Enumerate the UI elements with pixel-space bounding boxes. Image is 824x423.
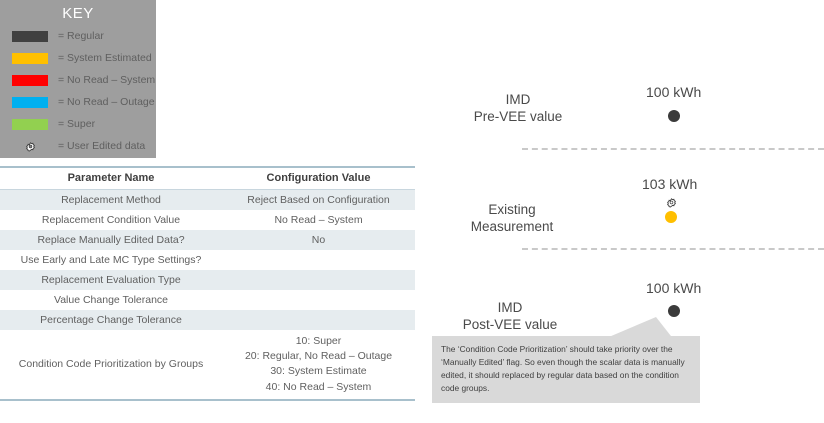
existing-measurement-stage-label: Existing Measurement xyxy=(422,202,602,236)
post-vee-data-point xyxy=(668,305,680,317)
regular-swatch-cell xyxy=(8,30,52,42)
configuration-value-cell xyxy=(222,250,415,270)
configuration-value-cell xyxy=(222,290,415,310)
existing-measurement-data-point xyxy=(665,211,677,223)
configuration-value-cell: No xyxy=(222,230,415,250)
parameter-name-cell: Value Change Tolerance xyxy=(0,290,222,310)
rule-cell xyxy=(0,166,222,168)
parameter-name-cell: Replace Manually Edited Data? xyxy=(0,230,222,250)
key-item-no-read-outage: = No Read – Outage xyxy=(0,91,156,113)
key-item-system-estimated: = System Estimated xyxy=(0,47,156,69)
pre-vee-data-point xyxy=(668,110,680,122)
table-header-row: Parameter Name Configuration Value xyxy=(0,168,415,190)
post-vee-label-line2: Post-VEE value xyxy=(462,316,558,332)
key-item-label: = Regular xyxy=(58,30,104,42)
table-top-rule xyxy=(0,166,415,168)
post-vee-value-label: 100 kWh xyxy=(646,280,702,296)
post-vee-stage-label: IMD Post-VEE value xyxy=(420,300,600,334)
parameter-name-cell: Replacement Evaluation Type xyxy=(0,270,222,290)
user-edited-gear-cell xyxy=(8,140,52,153)
key-item-label: = No Read – Outage xyxy=(58,96,155,108)
configuration-value-cell: Reject Based on Configuration xyxy=(222,189,415,210)
key-item-label: = Super xyxy=(58,118,96,130)
gear-icon xyxy=(667,198,676,208)
key-item-regular: = Regular xyxy=(0,25,156,47)
table-row: Replacement Evaluation Type xyxy=(0,270,415,290)
column-header-configuration-value: Configuration Value xyxy=(222,168,415,190)
color-swatch-icon xyxy=(12,96,48,108)
vee-flow-diagram: 100 kWh IMD Pre-VEE value 103 kWh Existi… xyxy=(420,0,824,423)
existing-measurement-label-line2: Measurement xyxy=(470,218,554,234)
key-item-no-read-system: = No Read – System xyxy=(0,69,156,91)
table-row: Replacement Condition Value No Read – Sy… xyxy=(0,210,415,230)
color-swatch-icon xyxy=(12,52,48,64)
existing-measurement-label-line1: Existing xyxy=(488,202,536,217)
gear-icon xyxy=(25,141,35,151)
table-row: Use Early and Late MC Type Settings? xyxy=(0,250,415,270)
table-row: Replace Manually Edited Data? No xyxy=(0,230,415,250)
key-item-label: = System Estimated xyxy=(58,52,152,64)
color-swatch-icon xyxy=(12,74,48,86)
configuration-value-cell xyxy=(222,270,415,290)
parameter-name-cell: Percentage Change Tolerance xyxy=(0,310,222,330)
parameter-name-cell: Replacement Method xyxy=(0,189,222,210)
super-swatch-cell xyxy=(8,118,52,130)
color-swatch-icon xyxy=(12,30,48,42)
pre-vee-label-line2: Pre-VEE value xyxy=(473,108,563,124)
parameter-name-cell: Replacement Condition Value xyxy=(0,210,222,230)
stage-divider-1 xyxy=(522,148,824,150)
user-edited-marker xyxy=(665,196,678,214)
table-row: Replacement Method Reject Based on Confi… xyxy=(0,189,415,210)
rule-cell xyxy=(222,166,415,168)
existing-measurement-value-label: 103 kWh xyxy=(642,176,698,192)
no-read-system-swatch-cell xyxy=(8,74,52,86)
key-item-label: = No Read – System xyxy=(58,74,156,86)
column-header-parameter-name: Parameter Name xyxy=(0,168,222,190)
configuration-value-cell: 10: Super 20: Regular, No Read – Outage … xyxy=(222,330,415,401)
parameter-name-cell: Condition Code Prioritization by Groups xyxy=(0,330,222,401)
key-item-label: = User Edited data xyxy=(58,140,146,152)
parameter-name-cell: Use Early and Late MC Type Settings? xyxy=(0,250,222,270)
configuration-table: Parameter Name Configuration Value Repla… xyxy=(0,166,415,401)
configuration-value-cell: No Read – System xyxy=(222,210,415,230)
system-estimated-swatch-cell xyxy=(8,52,52,64)
table-row: Value Change Tolerance xyxy=(0,290,415,310)
callout-note: The ‘Condition Code Prioritization’ shou… xyxy=(432,336,700,404)
no-read-outage-swatch-cell xyxy=(8,96,52,108)
stage-divider-2 xyxy=(522,248,824,250)
pre-vee-label-line1: IMD xyxy=(505,92,531,107)
key-item-user-edited: = User Edited data xyxy=(0,135,156,157)
key-legend-panel: KEY = Regular = System Estimated = No Re… xyxy=(0,0,156,158)
pre-vee-value-label: 100 kWh xyxy=(646,84,702,100)
pre-vee-stage-label: IMD Pre-VEE value xyxy=(428,92,608,126)
key-item-super: = Super xyxy=(0,113,156,135)
table-row: Condition Code Prioritization by Groups … xyxy=(0,330,415,401)
post-vee-label-line1: IMD xyxy=(497,300,523,315)
color-swatch-icon xyxy=(12,118,48,130)
table-row: Percentage Change Tolerance xyxy=(0,310,415,330)
configuration-value-cell xyxy=(222,310,415,330)
key-title: KEY xyxy=(62,5,94,22)
